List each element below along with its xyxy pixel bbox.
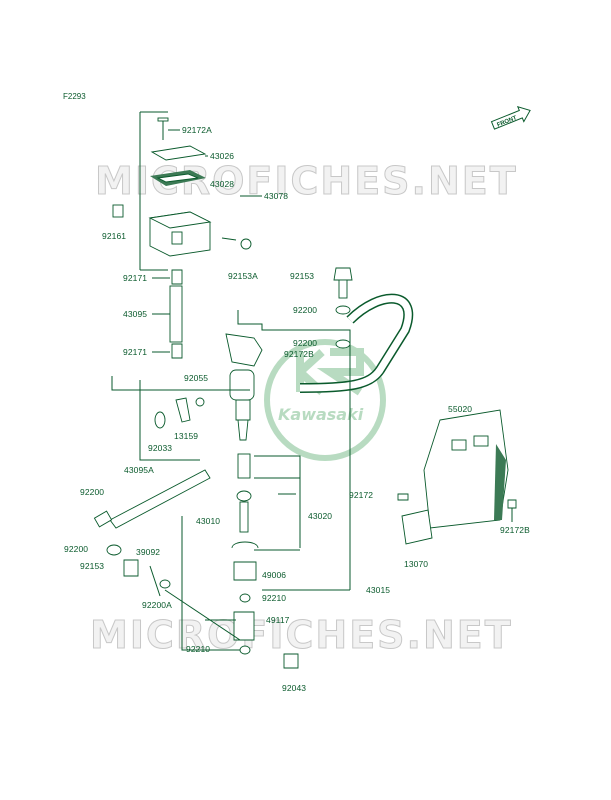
callout-43028: 43028 [210,179,235,189]
hose-43095A [93,469,211,529]
svg-text:Kawasaki: Kawasaki [278,405,364,424]
guard-55020 [423,409,509,529]
callout-43010: 43010 [196,516,221,526]
callout-43078: 43078 [264,191,289,201]
callout-92200-b: 92200 [293,338,318,348]
hose-43095 [169,269,183,359]
callout-49117: 49117 [266,615,290,625]
diaphragm-43028 [150,170,206,186]
washer-92200-d [106,544,122,556]
master-cylinder [225,333,263,441]
watermark-top: MICROFICHES.NET [95,159,518,203]
screw-92172A [157,117,180,140]
callout-92171-top: 92171 [123,273,148,283]
piston-43010 [237,453,251,479]
callout-43026: 43026 [210,151,235,161]
callout-43015: 43015 [366,585,391,595]
callout-39092: 39092 [136,547,161,557]
callout-92153-bot: 92153 [80,561,105,571]
elbow-13159 [154,397,205,429]
figure-code: F2293 [63,92,86,101]
nut-92210-bot [239,645,251,655]
banjo-bolt-92153 [333,267,353,299]
callout-49006: 49006 [262,570,287,580]
seal-43020 [236,490,252,502]
callout-92172A: 92172A [182,125,212,135]
bolt-92153-bot [123,559,139,577]
callout-92172: 92172 [349,490,374,500]
screw-92172B-bot [507,499,517,509]
callout-92161: 92161 [102,231,127,241]
callout-92043: 92043 [282,683,307,693]
callout-92153A: 92153A [228,271,258,281]
callout-92172B-top: 92172B [284,349,314,359]
clevis-49117 [233,611,255,641]
callout-43020: 43020 [308,511,333,521]
nut-92210-top [239,593,251,603]
callout-92055: 92055 [184,373,209,383]
cap-43026 [150,145,208,161]
callout-43095: 43095 [123,309,148,319]
callout-55020: 55020 [448,404,473,414]
boot-49006 [233,561,257,581]
front-arrow-icon: FRONT [490,105,531,130]
spring-39092 [149,565,161,597]
callout-92200-a: 92200 [293,305,318,315]
callout-92210-bot: 92210 [186,644,211,654]
callout-92172B-bot: 92172B [500,525,530,535]
callout-13070: 13070 [404,559,429,569]
reservoir-43078 [148,211,212,257]
callout-13159: 13159 [174,431,199,441]
brake-line [299,293,414,393]
bolt-92153A [221,237,252,250]
callout-92171-bot: 92171 [123,347,148,357]
part-92161 [112,204,124,218]
callout-92153-top: 92153 [290,271,315,281]
callout-92200-c: 92200 [80,487,105,497]
pushrod-43010 [239,501,249,533]
callout-43095A: 43095A [124,465,154,475]
washer-92200-a [335,305,351,315]
bracket-13070 [401,509,433,545]
callout-92033: 92033 [148,443,173,453]
washer-92200-b [335,339,351,349]
pin-92043 [283,653,299,669]
callout-92200-d: 92200 [64,544,89,554]
callout-92200A: 92200A [142,600,172,610]
circlip [231,541,259,549]
screw-92172 [397,493,409,501]
callout-92210-top: 92210 [262,593,287,603]
washer-92200A [159,579,171,589]
kawasaki-logo: Kawasaki [264,339,386,461]
watermark-bottom: MICROFICHES.NET [90,613,513,657]
